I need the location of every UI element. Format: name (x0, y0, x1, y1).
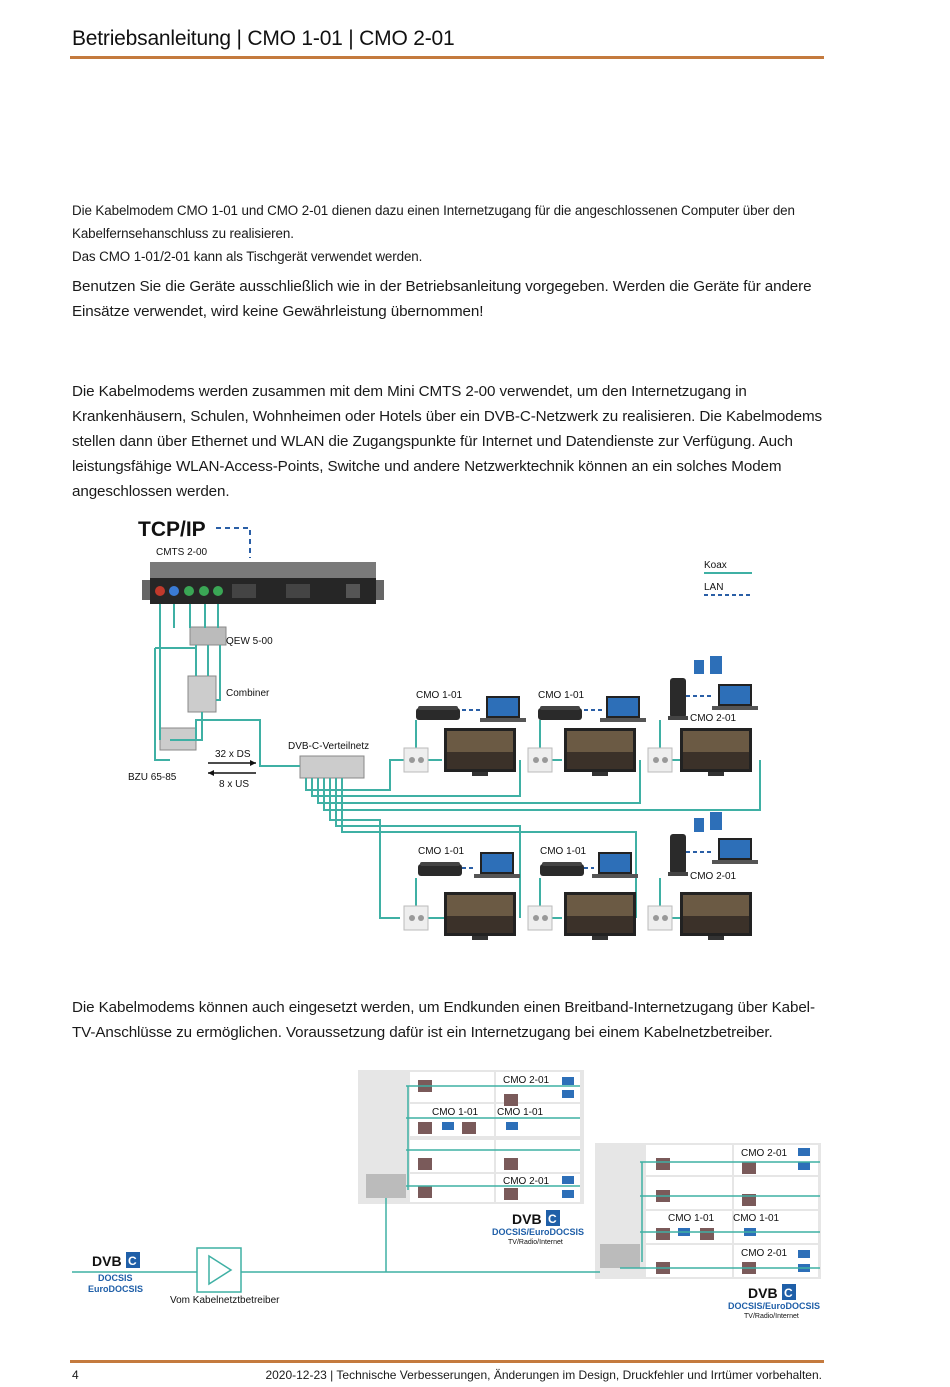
dvb-logo-right-docsis: DOCSIS/EuroDOCSIS (728, 1301, 820, 1311)
dvb-logo-mid-docsis: DOCSIS/EuroDOCSIS (492, 1227, 584, 1237)
building-left: CMO 2-01 CMO 1-01 CMO 1-01 CMO 2-01 (358, 1070, 584, 1204)
amplifier-symbol (197, 1248, 241, 1292)
footer-rule (70, 1360, 824, 1363)
footer-disclaimer: 2020-12-23 | Technische Verbesserungen, … (265, 1368, 822, 1382)
b1-cmo201-top: CMO 2-01 (503, 1075, 550, 1086)
dvb-logo-right-tv: TV/Radio/Internet (744, 1313, 799, 1320)
dvb-logo-right-c: C (784, 1286, 793, 1300)
b1-cmo101-b: CMO 1-01 (497, 1107, 544, 1118)
building-right: CMO 2-01 CMO 1-01 CMO 1-01 CMO 2-01 (595, 1143, 821, 1279)
dvb-logo-right-text: DVB (748, 1285, 778, 1301)
dvb-logo-left-text: DVB (92, 1253, 122, 1269)
b1-cmo101-a: CMO 1-01 (432, 1107, 479, 1118)
b2-cmo201-bottom: CMO 2-01 (741, 1248, 788, 1259)
provider-label: Vom Kabelnetztbetreiber (170, 1295, 280, 1306)
b2-cmo101-b: CMO 1-01 (733, 1213, 780, 1224)
dvb-logo-mid-c: C (548, 1212, 557, 1226)
dvb-docsis-logo-right: DVB C DOCSIS/EuroDOCSIS TV/Radio/Interne… (728, 1284, 820, 1320)
dvb-logo-mid-tv: TV/Radio/Internet (508, 1239, 563, 1246)
eurodocsis-text: EuroDOCSIS (88, 1284, 143, 1294)
dvb-docsis-logo-left: DVB C DOCSIS EuroDOCSIS (88, 1252, 143, 1294)
dvb-docsis-logo-middle: DVB C DOCSIS/EuroDOCSIS TV/Radio/Interne… (492, 1210, 584, 1246)
dvb-logo-left-c: C (128, 1254, 137, 1268)
b2-cmo101-a: CMO 1-01 (668, 1213, 715, 1224)
docsis-text: DOCSIS (98, 1273, 133, 1283)
dvb-logo-mid-text: DVB (512, 1211, 542, 1227)
footer-page-number: 4 (72, 1368, 79, 1382)
b2-cmo201-top: CMO 2-01 (741, 1148, 788, 1159)
